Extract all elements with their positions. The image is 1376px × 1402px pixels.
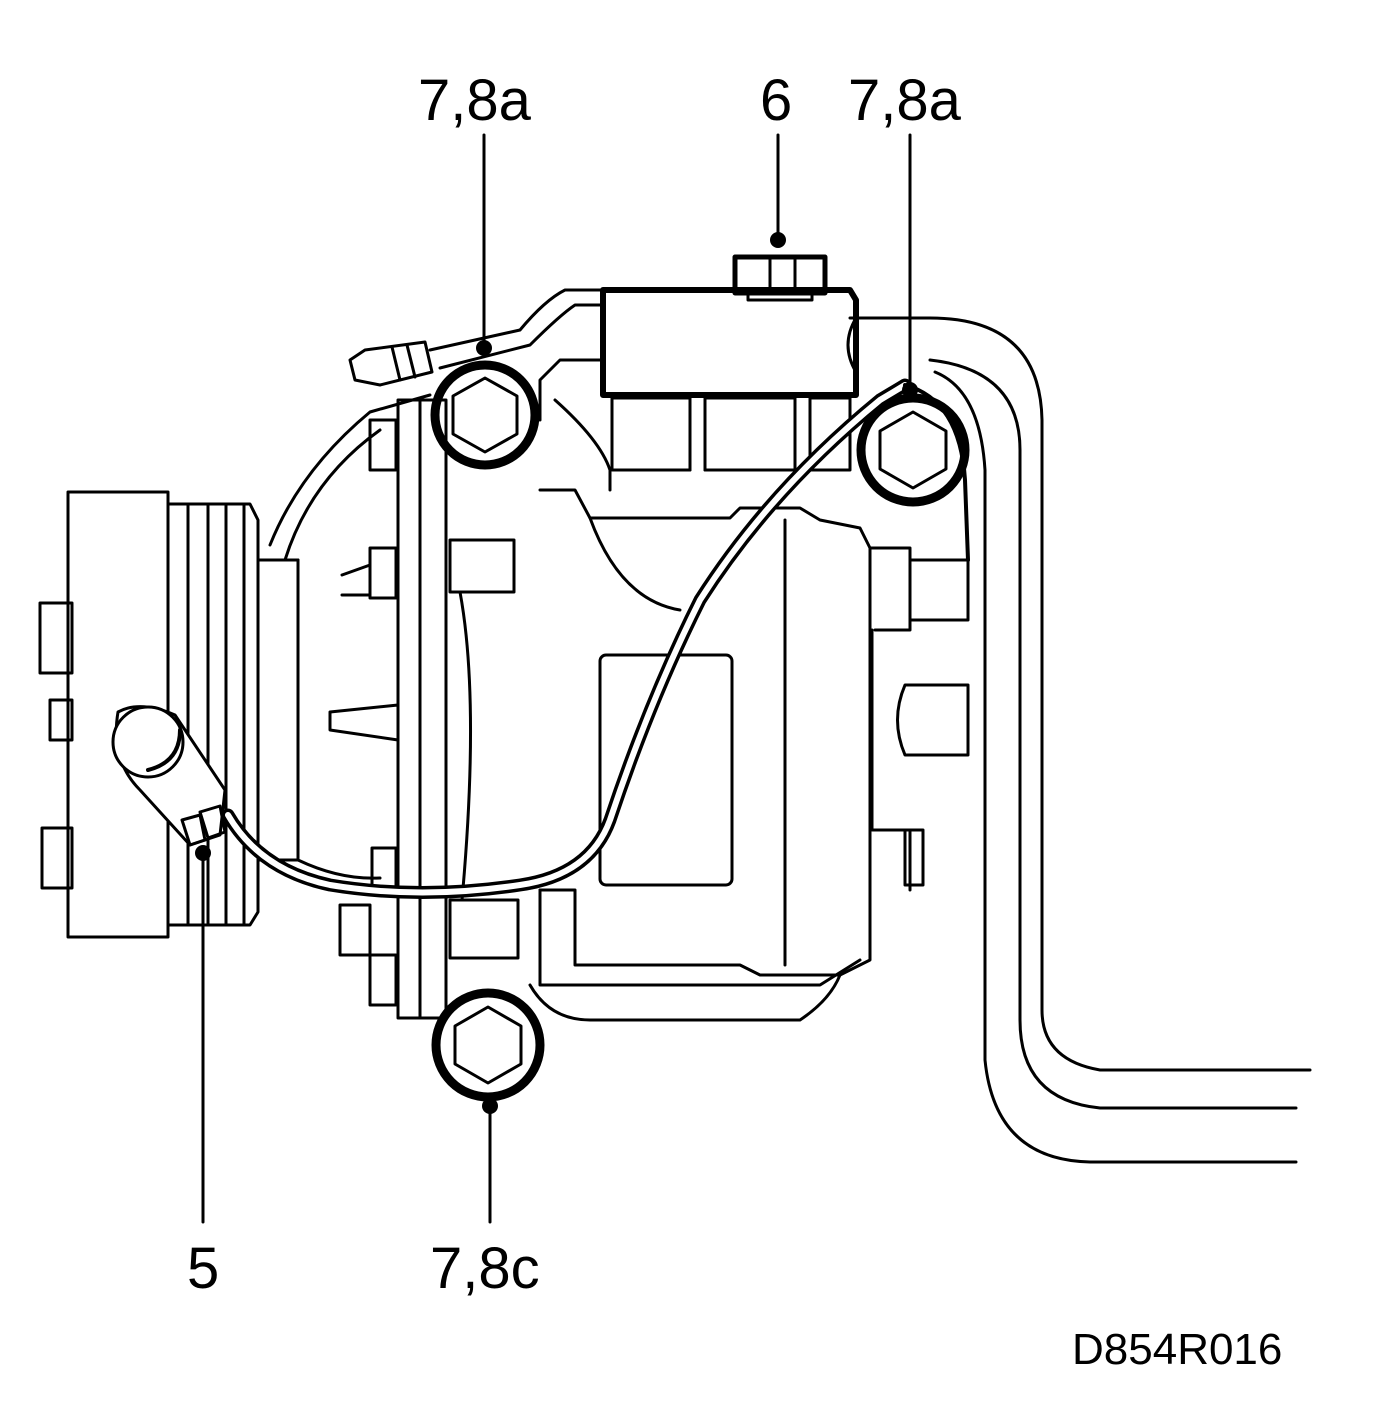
wiring-harness	[221, 378, 970, 899]
refrigerant-pipes	[848, 316, 1312, 1164]
callout-fitting-top: 6	[760, 68, 793, 133]
callout-bolt-bottom: 7,8c	[430, 1236, 540, 1301]
compressor-body	[528, 358, 970, 1022]
mounting-bolt-bottom	[431, 988, 545, 1102]
callout-bolt-top-right: 7,8a	[848, 68, 961, 133]
control-valve-housing	[600, 287, 859, 472]
hex-fitting	[732, 254, 828, 302]
electrical-connector	[111, 705, 227, 847]
leader-lines	[195, 133, 918, 1224]
figure-id: D854R016	[1072, 1325, 1283, 1374]
top-pipe	[348, 288, 602, 387]
clutch-pulley	[38, 490, 300, 939]
mounting-bolt-top-right	[856, 393, 970, 507]
callout-bolt-top-left: 7,8a	[418, 68, 531, 133]
callout-connector: 5	[187, 1236, 220, 1301]
compressor-front-housing	[268, 393, 520, 1020]
mounting-bolt-top-left	[430, 360, 540, 470]
